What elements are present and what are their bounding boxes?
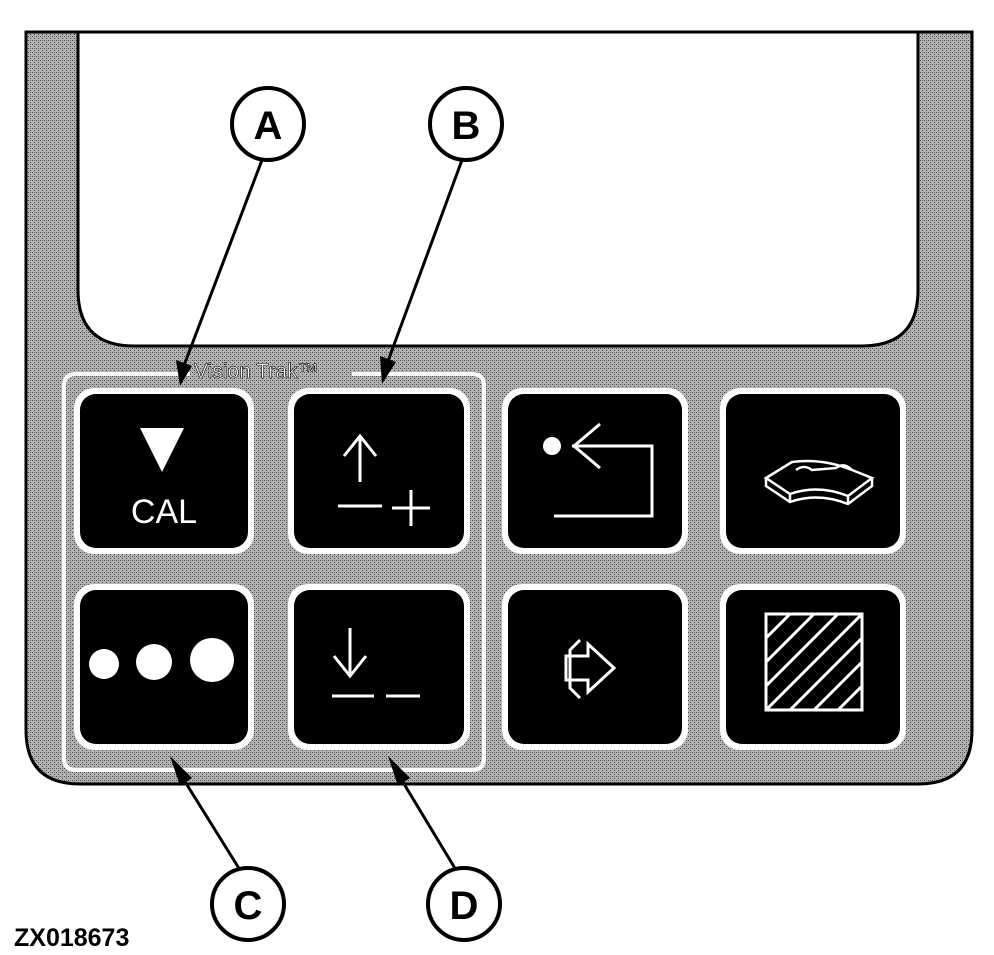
key-group-outline xyxy=(62,372,486,772)
cal-label: CAL xyxy=(131,493,197,531)
return-key[interactable] xyxy=(502,388,688,554)
return-arrow-icon xyxy=(543,422,654,518)
arrowhead-d xyxy=(388,756,410,786)
triangle-down-icon xyxy=(140,428,184,472)
callout-letter-d: D xyxy=(450,884,479,928)
arrow-down-minus-icon xyxy=(332,628,420,698)
enter-arrow-icon xyxy=(564,638,617,700)
figure-id: ZX018673 xyxy=(14,924,129,952)
arrowhead-a xyxy=(176,360,192,386)
callout-letter-c: C xyxy=(234,884,263,928)
raise-plus-key[interactable] xyxy=(288,388,470,554)
arrow-up-plus-icon xyxy=(338,433,430,526)
leader-line-a xyxy=(178,159,264,377)
hatched-square-icon xyxy=(764,612,864,712)
tools-key[interactable] xyxy=(720,388,906,554)
menu-dots-key[interactable] xyxy=(74,584,254,750)
enter-key[interactable] xyxy=(502,584,688,750)
brand-label: Vision Trak™ xyxy=(194,360,319,383)
callout-a: A xyxy=(176,86,306,386)
cal-key[interactable]: CAL xyxy=(74,388,254,554)
wrench-book-icon xyxy=(763,459,875,506)
arrowhead-c xyxy=(170,756,192,786)
display-window xyxy=(76,30,920,348)
callout-letter-b: B xyxy=(452,104,481,148)
callout-b: B xyxy=(380,86,504,384)
arrowhead-b xyxy=(380,356,396,384)
callout-c: C xyxy=(170,756,286,942)
callout-d: D xyxy=(388,756,502,942)
lower-minus-key[interactable] xyxy=(288,584,470,750)
three-dots-icon xyxy=(89,638,234,682)
callout-letter-a: A xyxy=(254,104,283,148)
leader-line-b xyxy=(382,159,464,373)
hatch-key[interactable] xyxy=(720,584,906,750)
